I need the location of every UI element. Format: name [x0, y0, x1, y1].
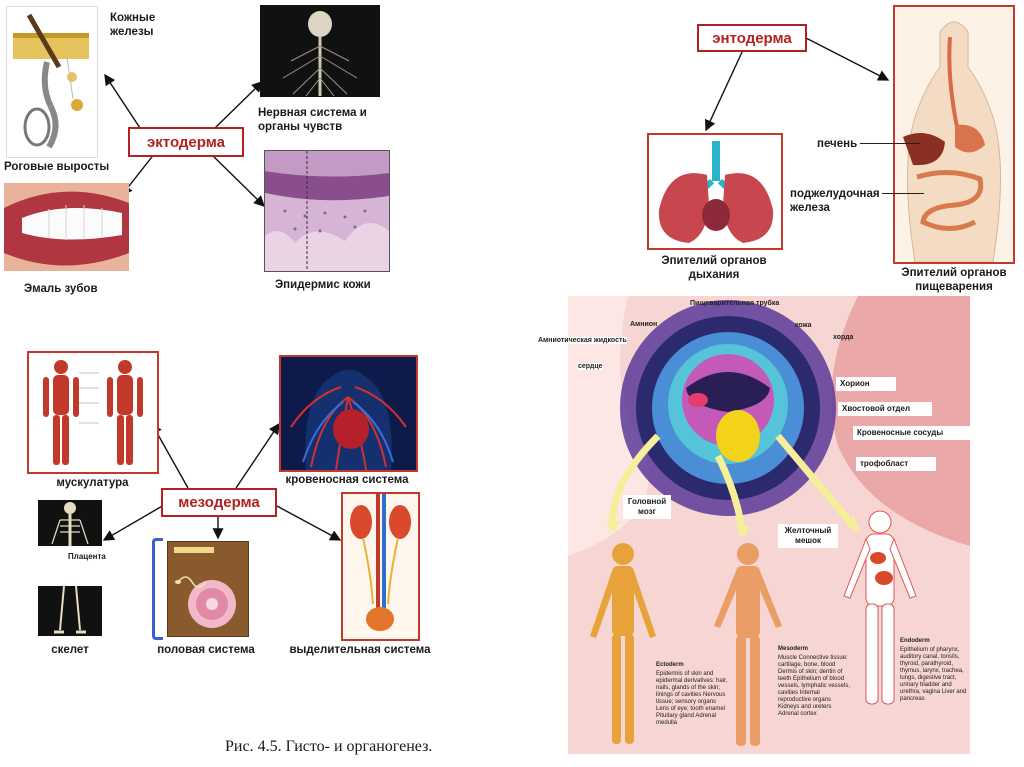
emb-amnion: Амнион	[630, 321, 658, 328]
mesoderm-title: мезодерма	[161, 488, 277, 517]
reproductive-image	[167, 541, 249, 637]
emb-yolk-sac: Желточный мешок	[778, 524, 838, 548]
nervous-system-image	[260, 5, 380, 97]
entoderm-title: энтодерма	[697, 24, 807, 52]
skeleton-image-bottom	[38, 586, 102, 636]
emb-endoderm-text: Epithelium of pharynx, auditory canal, t…	[900, 647, 967, 702]
teeth-image	[4, 183, 129, 271]
emb-notochord: хорда	[833, 334, 854, 341]
label-respiratory: Эпителий органов дыхания	[661, 255, 767, 281]
label-placenta: Плацента	[68, 552, 106, 561]
label-skin-glands: Кожные железы	[110, 12, 156, 38]
emb-mesoderm-title: Mesoderm	[778, 646, 809, 652]
emb-ectoderm-title: Ectoderm	[656, 662, 684, 668]
arrow-ecto-glands	[104, 73, 141, 129]
excretory-image	[341, 492, 420, 641]
label-digestive: Эпителий органов пищеварения	[901, 267, 1007, 293]
label-nervous-system: Нервная система и органы чувств	[258, 107, 367, 133]
figure-caption: Рис. 4.5. Гисто- и органогенез.	[225, 738, 433, 755]
label-excretory: выделительная система	[289, 644, 431, 656]
skin-gland-image	[6, 6, 98, 158]
emb-chorion: Хорион	[836, 377, 896, 391]
bracket	[152, 538, 163, 640]
arrow-meso-skeleton	[102, 504, 165, 541]
pancreas-pointer	[882, 193, 924, 194]
emb-brain: Головной мозг	[623, 495, 671, 519]
emb-tail: Хвостовой отдел	[838, 402, 932, 416]
arrow-meso-blood	[235, 422, 280, 489]
emb-heart: сердце	[578, 363, 603, 370]
emb-skin: кожа	[795, 322, 812, 329]
liver-pointer	[860, 143, 920, 144]
arrow-ecto-nervous	[214, 81, 264, 129]
emb-amniotic-fluid: Амниотическая жидкость	[538, 337, 627, 344]
label-pancreas: поджелудочная железа	[790, 188, 880, 214]
digestive-image	[893, 5, 1015, 264]
embryo-panel	[568, 296, 970, 754]
label-muscles: мускулатура	[56, 477, 129, 489]
label-skeleton: скелет	[51, 644, 89, 656]
label-horn: Роговые выросты	[4, 161, 110, 173]
emb-ectoderm-text: Epidermis of skin and epidermal derivati…	[656, 671, 728, 726]
arrow-ento-lungs	[705, 49, 744, 132]
label-epidermis: Эпидермис кожи	[275, 279, 371, 291]
embryo-drawing	[568, 296, 970, 754]
muscles-image	[27, 351, 159, 474]
skeleton-image-top	[38, 500, 102, 546]
emb-digestive-tube: Пищеварительная трубка	[690, 300, 780, 307]
arrow-meso-excretory	[274, 504, 342, 541]
blood-system-image	[279, 355, 418, 472]
arrow-ecto-epidermis	[209, 152, 265, 207]
label-blood: кровеносная система	[285, 474, 409, 486]
emb-trophoblast: трофобласт	[856, 457, 936, 471]
emb-vessels: Кровеносные сосуды	[853, 426, 971, 440]
lungs-image	[647, 133, 783, 250]
emb-endoderm-title: Endoderm	[900, 638, 930, 644]
label-liver: печень	[817, 138, 858, 150]
ectoderm-title: эктодерма	[128, 127, 244, 157]
emb-mesoderm-text: Muscle Connective tissue: cartilage, bon…	[778, 655, 851, 717]
epidermis-image	[264, 150, 390, 272]
arrow-ento-digestive	[805, 37, 890, 81]
label-reproductive: половая система	[157, 644, 255, 656]
label-enamel: Эмаль зубов	[24, 283, 98, 295]
